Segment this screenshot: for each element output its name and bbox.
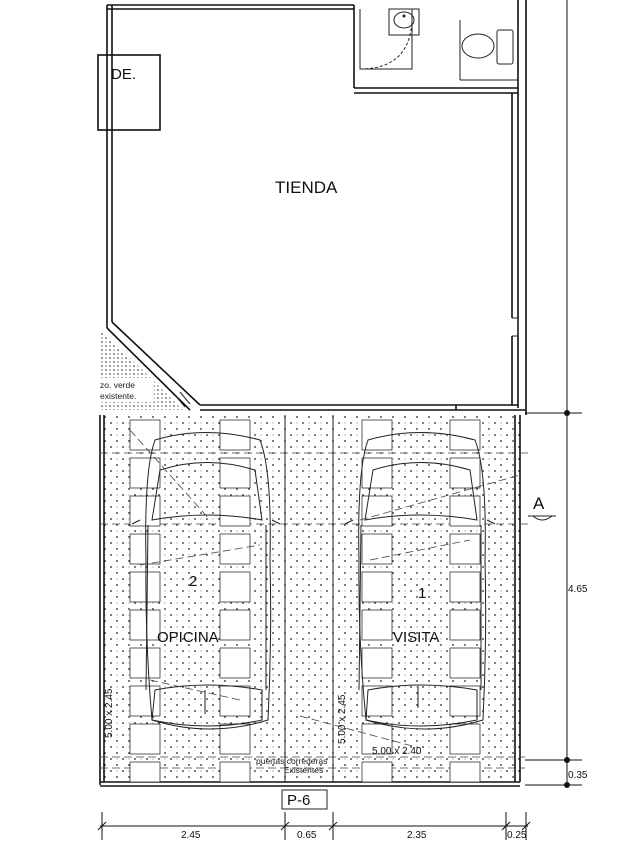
toilet-icon <box>461 29 514 65</box>
plan-tag-box <box>281 789 328 810</box>
room-label-store: TIENDA <box>275 178 338 197</box>
dimension-h-4: 0.25 <box>507 830 527 841</box>
space-name-right: VISITA <box>393 629 439 646</box>
space-number-1: 1 <box>418 585 426 602</box>
horizontal-dimension: 2.45 0.65 2.35 0.25 <box>97 812 531 841</box>
bathroom <box>359 8 518 81</box>
plan-tag-label: P-6 <box>287 792 310 809</box>
dimension-vertical-main: 4.65 <box>568 584 588 595</box>
vertical-dimension: 4.65 0.35 <box>525 0 588 788</box>
parking-guides <box>129 429 521 749</box>
space-name-left: OPICINA <box>157 629 219 646</box>
paver-strips <box>129 419 481 783</box>
green-area-label-2: existente. <box>100 391 136 401</box>
section-marker: A <box>528 494 556 521</box>
green-area-label-1: zo. verde <box>100 380 135 390</box>
section-marker-label: A <box>533 494 545 513</box>
adjacent-room-box <box>97 54 161 131</box>
dimension-vertical-small: 0.35 <box>568 770 588 781</box>
car-right-icon <box>344 432 496 730</box>
green-area: zo. verde existente. <box>96 330 191 410</box>
space-right-dimension: 5.00 x 2.40 <box>372 746 422 757</box>
space-number-2: 2 <box>189 573 197 590</box>
adjacent-room-label: DE. <box>111 66 136 83</box>
sink-icon <box>388 8 420 36</box>
dimension-h-1: 2.45 <box>181 830 201 841</box>
space-right-dimension-vertical: 5.00 x 2.45 <box>337 694 348 744</box>
space-left-dimension: 5.00 x 2.45 <box>104 688 115 738</box>
store-walls <box>106 0 527 415</box>
dimension-h-2: 0.65 <box>297 830 317 841</box>
doors-note-1: puertas correderas <box>256 756 327 766</box>
doors-note-2: Existentes <box>284 765 323 775</box>
car-left-icon <box>131 432 281 730</box>
dimension-h-3: 2.35 <box>407 830 427 841</box>
